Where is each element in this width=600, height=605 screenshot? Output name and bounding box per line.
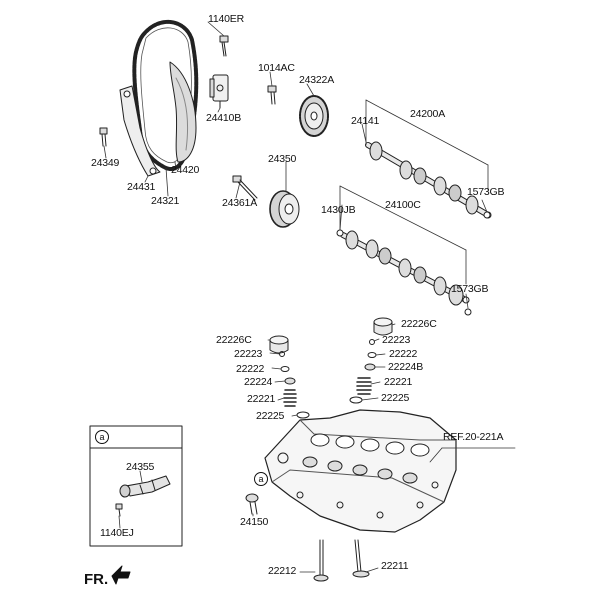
valve-train-left bbox=[269, 335, 310, 419]
intake-camshaft bbox=[340, 230, 470, 306]
label-22226C-right: 22226C bbox=[401, 318, 437, 330]
label-22224: 22224 bbox=[244, 376, 273, 388]
bolt-24361A bbox=[232, 175, 258, 201]
bolt-1014AC bbox=[267, 85, 277, 105]
label-22222-right: 22222 bbox=[389, 348, 418, 360]
front-direction-label: FR. bbox=[84, 571, 109, 588]
bolt-24349 bbox=[99, 127, 108, 147]
label-ref-20-221A: REF.20-221A bbox=[443, 431, 504, 443]
cylinder-head bbox=[264, 409, 457, 533]
leader-lines bbox=[103, 21, 516, 573]
bolt-1140ER bbox=[219, 35, 229, 57]
tensioner-arm bbox=[119, 85, 161, 177]
cam-phaser bbox=[269, 190, 300, 228]
callout-a-head: a bbox=[254, 472, 268, 486]
label-24100C: 24100C bbox=[385, 199, 421, 211]
label-24355: 24355 bbox=[126, 461, 155, 473]
label-22221-right: 22221 bbox=[384, 376, 413, 388]
pin-1430JB bbox=[336, 229, 344, 237]
label-24321: 24321 bbox=[151, 195, 180, 207]
oil-control-valve bbox=[119, 475, 171, 498]
label-24150: 24150 bbox=[240, 516, 269, 528]
label-22212: 22212 bbox=[268, 565, 297, 577]
intake-valve bbox=[352, 539, 370, 578]
chain-tensioner bbox=[209, 74, 229, 109]
label-24420: 24420 bbox=[171, 164, 200, 176]
exhaust-valve bbox=[313, 539, 329, 582]
callout-a-inset: a bbox=[95, 430, 109, 444]
label-24200A: 24200A bbox=[410, 108, 446, 120]
label-24322A: 24322A bbox=[299, 74, 335, 86]
label-22223-right: 22223 bbox=[382, 334, 411, 346]
label-24141: 24141 bbox=[351, 115, 380, 127]
label-22225-left: 22225 bbox=[256, 410, 285, 422]
label-1014AC: 1014AC bbox=[258, 62, 295, 74]
plug-1573GB-upper bbox=[483, 211, 491, 219]
cam-sprocket bbox=[299, 95, 329, 137]
valve-train-right bbox=[349, 317, 393, 404]
label-1430JB: 1430JB bbox=[321, 204, 356, 216]
bolt-1140EJ bbox=[115, 503, 123, 517]
label-22222-left: 22222 bbox=[236, 363, 265, 375]
label-22225-right: 22225 bbox=[381, 392, 410, 404]
label-24350: 24350 bbox=[268, 153, 297, 165]
label-24431: 24431 bbox=[127, 181, 156, 193]
timing-chain-guide bbox=[169, 61, 197, 163]
label-1140EJ: 1140EJ bbox=[100, 527, 134, 539]
label-22223-left: 22223 bbox=[234, 348, 263, 360]
label-22211: 22211 bbox=[381, 560, 409, 572]
label-22221-left: 22221 bbox=[247, 393, 276, 405]
label-1140ER: 1140ER bbox=[208, 13, 244, 25]
label-24361A: 24361A bbox=[222, 197, 258, 209]
plug-1573GB-lower bbox=[464, 308, 472, 316]
label-24349: 24349 bbox=[91, 157, 120, 169]
front-direction-arrow bbox=[111, 565, 131, 585]
label-1573GB-upper: 1573GB bbox=[467, 186, 505, 198]
bolt-24150 bbox=[245, 493, 259, 515]
label-22226C-left: 22226C bbox=[216, 334, 252, 346]
label-24410B: 24410B bbox=[206, 112, 242, 124]
label-22224B: 22224B bbox=[388, 361, 424, 373]
label-1573GB-lower: 1573GB bbox=[451, 283, 489, 295]
